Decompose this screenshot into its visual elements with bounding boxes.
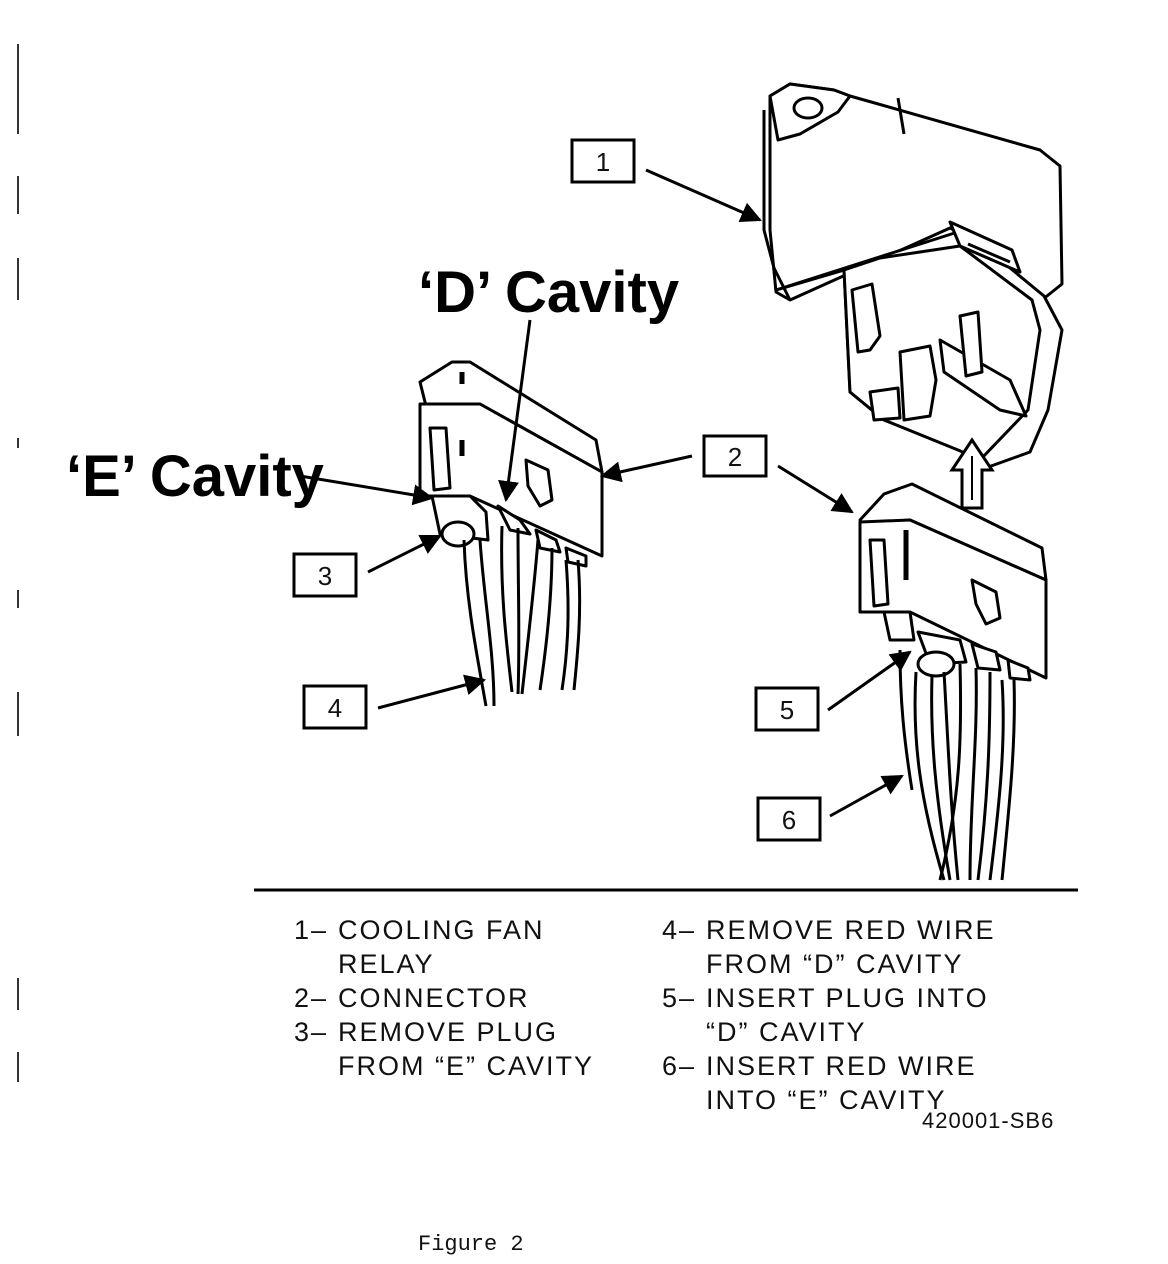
legend-item-5-line1: INSERT PLUG INTO xyxy=(706,983,989,1013)
callout-6: 6 xyxy=(756,796,822,842)
callout-1-label: 1 xyxy=(596,147,610,177)
right-connector xyxy=(858,482,1048,682)
insert-direction-arrow xyxy=(949,437,995,510)
legend-item-1-num: 1– xyxy=(294,915,329,945)
legend-item-2: 2– CONNECTOR xyxy=(294,981,594,1015)
callout-4: 4 xyxy=(302,684,368,730)
callout-1: 1 xyxy=(570,138,636,184)
legend-item-4: 4– REMOVE RED WIRE FROM “D” CAVITY xyxy=(662,913,996,981)
part-number: 420001-SB6 xyxy=(922,1108,1055,1133)
legend-item-6: 6– INSERT RED WIRE INTO “E” CAVITY xyxy=(662,1049,996,1117)
legend-item-5-num: 5– xyxy=(662,983,697,1013)
legend-item-4-line2: FROM “D” CAVITY xyxy=(706,949,964,979)
legend-item-4-num: 4– xyxy=(662,915,697,945)
legend-item-1: 1– COOLING FAN RELAY xyxy=(294,913,594,981)
legend-item-6-line1: INSERT RED WIRE xyxy=(706,1051,977,1081)
legend-item-5: 5– INSERT PLUG INTO “D” CAVITY xyxy=(662,981,996,1049)
legend-item-6-num: 6– xyxy=(662,1051,697,1081)
callout-3: 3 xyxy=(292,552,358,598)
callout-2: 2 xyxy=(702,434,768,478)
legend-item-6-line2: INTO “E” CAVITY xyxy=(706,1085,947,1115)
callout-6-label: 6 xyxy=(782,805,796,835)
callout-5-label: 5 xyxy=(780,695,794,725)
leader-arrows xyxy=(299,168,912,818)
legend-item-4-line1: REMOVE RED WIRE xyxy=(706,915,996,945)
right-wires xyxy=(898,649,1016,881)
d-cavity-label: ‘D’ Cavity xyxy=(418,260,679,325)
callout-5: 5 xyxy=(754,686,820,732)
e-cavity-label: ‘E’ Cavity xyxy=(66,444,324,509)
legend-item-3-line1: REMOVE PLUG xyxy=(338,1017,559,1047)
legend-item-1-line2: RELAY xyxy=(338,949,435,979)
legend-item-3-line2: FROM “E” CAVITY xyxy=(338,1051,594,1081)
figure-caption: Figure 2 xyxy=(418,1232,524,1257)
legend-item-3-num: 3– xyxy=(294,1017,329,1047)
cooling-fan-relay xyxy=(762,82,1064,472)
legend-item-3: 3– REMOVE PLUG FROM “E” CAVITY xyxy=(294,1015,594,1083)
legend-item-2-num: 2– xyxy=(294,983,329,1013)
callout-4-label: 4 xyxy=(328,693,342,723)
legend-item-5-line2: “D” CAVITY xyxy=(706,1017,867,1047)
legend-left-column: 1– COOLING FAN RELAY 2– CONNECTOR 3– REMOVE… xyxy=(294,913,594,1083)
legend-right-column: 4– REMOVE RED WIRE FROM “D” CAVITY 5– INSE… xyxy=(662,913,996,1117)
callout-2-label: 2 xyxy=(728,442,742,472)
left-wires xyxy=(462,525,582,707)
callout-3-label: 3 xyxy=(318,561,332,591)
legend-item-2-line1: CONNECTOR xyxy=(338,983,530,1013)
legend-item-1-line1: COOLING FAN xyxy=(338,915,545,945)
